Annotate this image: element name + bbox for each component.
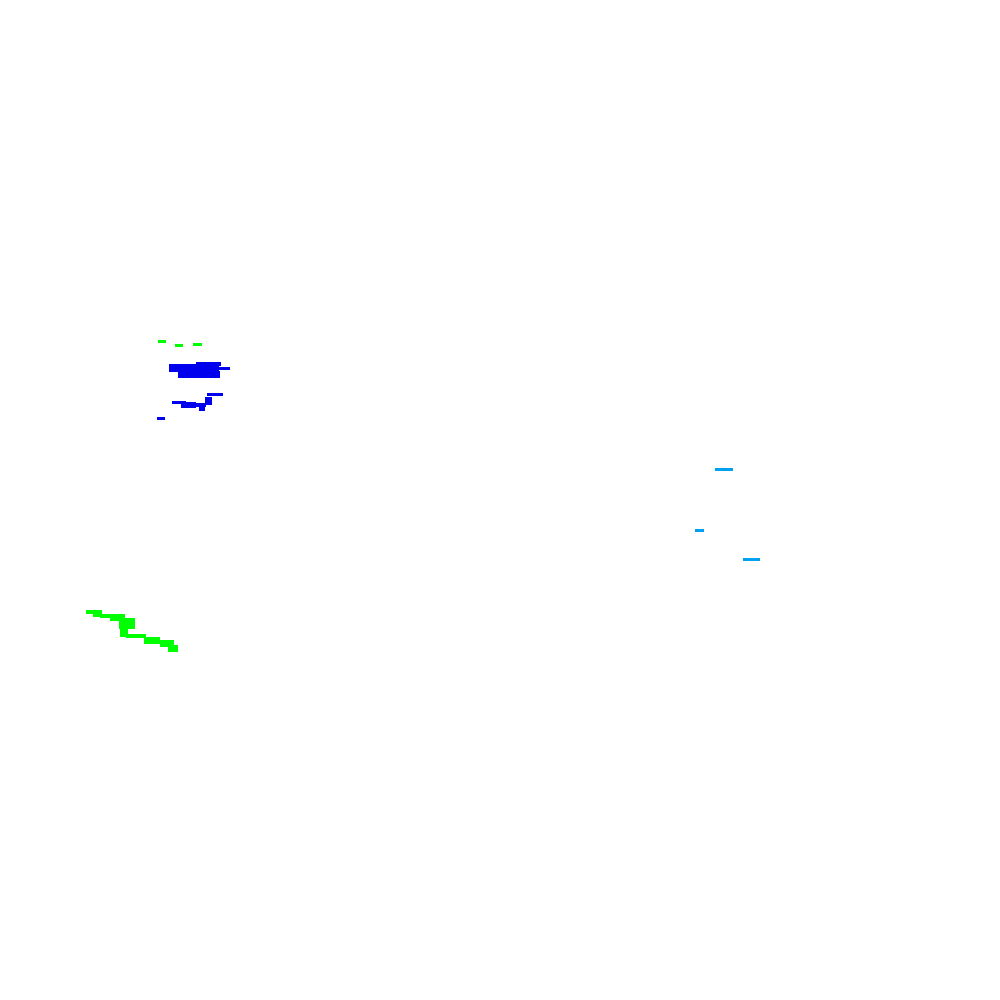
blue-block — [218, 367, 230, 370]
blue-block — [205, 397, 212, 405]
green-segment — [168, 645, 178, 652]
blue-block — [199, 405, 205, 411]
green-segment — [126, 634, 146, 638]
green-segment — [144, 637, 160, 644]
green-segment — [110, 615, 125, 621]
green-trail — [86, 610, 178, 652]
green-dash — [193, 343, 202, 346]
green-segment — [160, 640, 174, 647]
green-dash — [158, 340, 166, 343]
green-segment — [119, 618, 135, 629]
light-blue-dash — [715, 468, 733, 471]
green-dash-row — [158, 340, 202, 347]
light-blue-dash — [695, 529, 704, 532]
blue-block — [172, 401, 186, 404]
blue-block — [169, 364, 219, 372]
green-segment — [120, 628, 128, 637]
light-blue-dash — [743, 558, 760, 561]
blue-block — [196, 362, 221, 366]
green-segment — [93, 612, 102, 617]
blue-block — [181, 402, 196, 408]
blue-block — [157, 417, 165, 420]
blue-cluster — [157, 362, 230, 420]
green-dash — [175, 344, 183, 347]
blue-block — [178, 371, 220, 378]
light-blue-dashes — [695, 468, 760, 561]
blue-block — [207, 393, 223, 396]
